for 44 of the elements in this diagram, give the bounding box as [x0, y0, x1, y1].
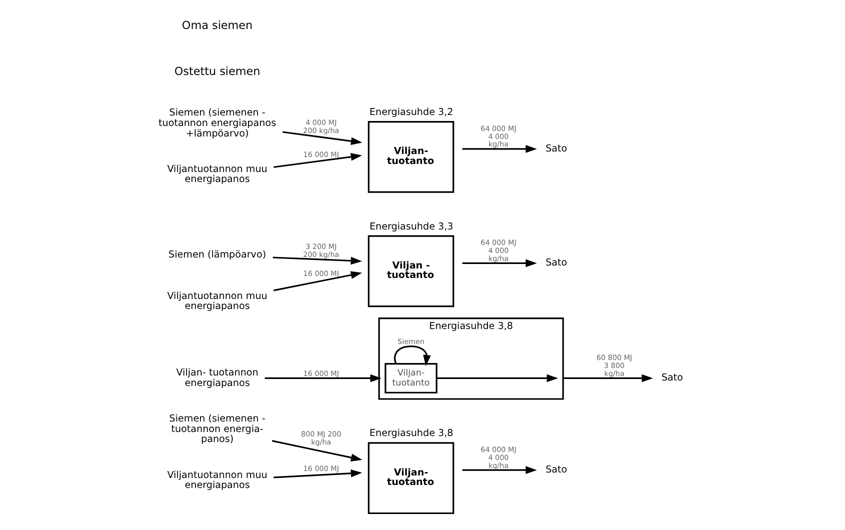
node-box: Viljan- tuotanto [367, 442, 454, 514]
edge-label: Siemen [397, 337, 424, 346]
node-box: Viljan- tuotanto [384, 363, 437, 394]
node-text: Siemen (lämpöarvo) [168, 250, 266, 261]
node-text: Sato [545, 143, 567, 154]
node-text: Siemen (siemenen - tuotannon energia- panos) [168, 413, 265, 446]
node-text: Viljantuotannon muu energiapanos [166, 290, 267, 312]
node-text: Viljan- tuotannon energiapanos [176, 368, 258, 389]
arrow [264, 374, 381, 382]
label: Oma siemen [181, 18, 252, 32]
edge-label: 64 000 MJ 4 000 kg/ha [480, 444, 516, 470]
node-label: Energiasuhde 3,3 [368, 221, 453, 232]
node-label: Energiasuhde 3,2 [368, 107, 453, 118]
arrow [273, 152, 362, 168]
node-box: Viljan- tuotanto [367, 121, 454, 193]
edge-label: 4 000 MJ 200 kg/ha [302, 118, 339, 136]
arrow [462, 259, 536, 268]
node-text: Viljantuotannon muu energiapanos [166, 470, 267, 492]
edge-label: 64 000 MJ 4 000 kg/ha [480, 238, 516, 263]
edge-label: 800 MJ 200 kg/ha [300, 430, 341, 447]
arrow [273, 469, 362, 478]
node-text: Sato [545, 258, 567, 269]
edge-label: 16 000 MJ [302, 464, 338, 474]
node-text: Sato [660, 372, 683, 384]
edge-label: 64 000 MJ 4 000 kg/ha [480, 124, 516, 149]
arrow [273, 271, 362, 292]
arrow [562, 374, 652, 382]
edge-label: 60 800 MJ 3 800 kg/ha [596, 353, 632, 378]
edge-label: 16 000 MJ [302, 269, 338, 278]
edge-label: 16 000 MJ [302, 369, 338, 378]
arrow [272, 256, 362, 265]
arrow [462, 145, 536, 153]
edge-label: 16 000 MJ [302, 150, 338, 160]
node-box: Viljan - tuotanto [367, 235, 454, 308]
node-text: Viljantuotannon muu energiapanos [166, 164, 267, 186]
node-text: Siemen (siemenen - tuotannon energiapanos +lämpöarvo) [158, 108, 276, 140]
arrow [462, 466, 536, 474]
edge-label: 3 200 MJ 200 kg/ha [302, 242, 339, 259]
node-label: Energiasuhde 3,8 [368, 428, 453, 440]
arrow [282, 131, 362, 145]
node-text: Sato [545, 464, 567, 476]
label: Ostettu siemen [174, 65, 260, 78]
arrow [394, 345, 430, 366]
arrow [271, 440, 362, 462]
